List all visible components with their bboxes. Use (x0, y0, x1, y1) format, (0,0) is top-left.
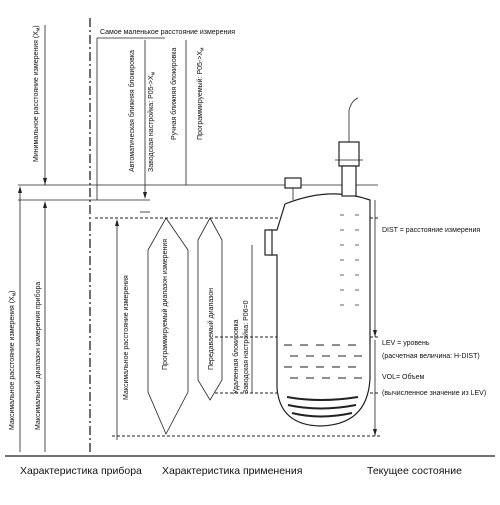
programmable-range-label: Программируемый диапазон измерения (161, 239, 169, 370)
arrowhead (18, 186, 22, 193)
sensor-body (338, 141, 360, 167)
programmable-range-shape (147, 217, 189, 435)
manual-block-label: Ручная ближняя блокировка (170, 47, 178, 140)
min-distance-label: Минимальное расстояние измерения (Xм) (33, 25, 42, 162)
arrowhead (115, 219, 119, 226)
transmitted-range-shape (197, 217, 223, 401)
smallest-distance-label: Самое маленькое расстояние измерения (100, 29, 235, 36)
lev-calc-label: (расчетная величина: H-DIST) (382, 353, 480, 360)
transmitted-range-label: Передаваемый диапазон (207, 288, 215, 370)
programmable-p05-label: Программируемый: P05->Xм (196, 47, 206, 140)
arrowhead (143, 192, 147, 199)
remote-block-label: Удаленная блокировка (232, 319, 240, 394)
arrowhead (373, 330, 377, 337)
max-distance-label: Максимальное расстояние измерения (Xм) (9, 290, 18, 430)
dist-label: DIST = расстояние измерения (382, 227, 480, 234)
max-range-device-label: Максимальный диапазон измерения прибора (34, 282, 42, 430)
vol-label: VOL= Объем (382, 373, 425, 381)
lev-label: LEV = уровень (382, 340, 430, 347)
arrowhead (43, 178, 47, 185)
arrowhead (43, 201, 47, 208)
factory-setting-p06-label: Заводская настройка: P06=0 (242, 300, 250, 394)
factory-setting-p05-label: Заводская настройка: P05->Xм (147, 71, 157, 172)
tank (264, 97, 371, 427)
footer-current-heading: Текущее состояние (367, 465, 462, 477)
auto-block-label: Автоматическая ближняя блокировка (128, 50, 136, 172)
footer-application-heading: Характеристика применения (162, 465, 302, 477)
max-measure-distance-label: Максимальное расстояние измерения (123, 275, 130, 400)
vol-calc-label: (вычисленное значение из LEV) (382, 390, 486, 397)
footer-device-heading: Характеристика прибора (20, 465, 142, 477)
auto-block-text: Автоматическая ближняя блокировка (128, 50, 136, 172)
arrowhead (373, 429, 377, 436)
